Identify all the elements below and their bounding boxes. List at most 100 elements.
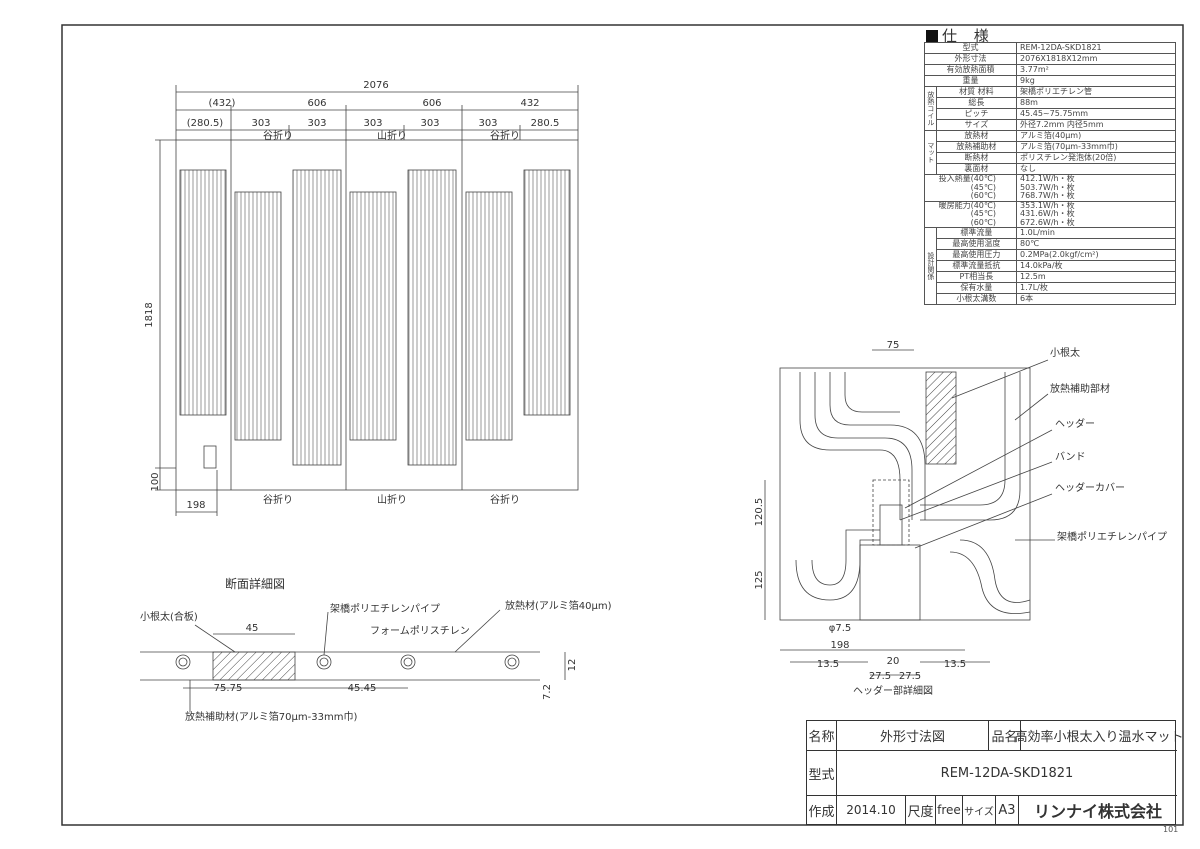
spec-value: 1.0L/min — [1016, 227, 1176, 239]
joist-hatch — [925, 371, 957, 465]
spec-value: 2076X1818X12mm — [1016, 53, 1176, 65]
tube-panel — [349, 191, 397, 441]
fold-label: 山折り — [377, 129, 407, 142]
section-caption: 断面詳細図 — [225, 576, 285, 591]
callout-label: 小根太(合板) — [140, 610, 198, 623]
callout-label: ヘッダーカバー — [1055, 481, 1125, 494]
spec-value: 45.45~75.75mm — [1016, 108, 1176, 120]
callout-label: ヘッダー — [1055, 417, 1095, 430]
fold-label: 山折り — [377, 493, 407, 506]
spec-key: 裏面材 — [935, 163, 1018, 175]
callout-label: バンド — [1055, 451, 1086, 463]
spec-group-label: マット — [924, 130, 937, 175]
dimension-label: 27.5 — [869, 671, 891, 682]
header-unit — [203, 445, 217, 469]
created-date: 2014.10 — [837, 796, 906, 824]
callout-label: フォームポリスチレン — [370, 625, 470, 637]
dimension-label: 2076 — [363, 80, 388, 91]
product-label: 品名 — [989, 721, 1021, 751]
tube-panel — [465, 191, 513, 441]
spec-title-text: 仕 様 — [942, 27, 995, 45]
size-label: サイズ — [963, 796, 996, 824]
fold-label: 谷折り — [263, 129, 293, 142]
spec-key: PT相当長 — [935, 271, 1018, 283]
spec-key: 放熱補助材 — [935, 141, 1018, 153]
sheet-border — [61, 24, 1184, 826]
joist-section — [212, 651, 296, 681]
spec-key: 標準流量抵抗 — [935, 260, 1018, 272]
spec-key: 重量 — [924, 75, 1017, 87]
spec-row: 裏面材なし — [925, 163, 1176, 175]
spec-row: 放熱補助材アルミ箔(70μm-33mm巾) — [925, 141, 1176, 153]
spec-value: 14.0kPa/枚 — [1016, 260, 1176, 272]
plan-view — [155, 85, 579, 516]
tube-panel — [523, 169, 571, 416]
spec-value: 3.77m² — [1016, 64, 1176, 76]
spec-group-label: 放熱コイル — [924, 86, 937, 131]
spec-value: REM-12DA-SKD1821 — [1016, 42, 1176, 54]
spec-value: 80℃ — [1016, 238, 1176, 250]
fold-label: 谷折り — [490, 493, 520, 506]
dimension-label: 606 — [422, 98, 441, 109]
spec-row: マット放熱材アルミ箔(40μm) — [924, 130, 1176, 175]
dimension-label: 12 — [567, 659, 578, 672]
spec-key: 総長 — [935, 97, 1018, 109]
dimension-label: 13.5 — [944, 659, 966, 670]
square-bullet-icon — [926, 30, 938, 42]
dimension-label: 432 — [520, 98, 539, 109]
spec-value: 353.1W/h・枚 431.6W/h・枚 672.6W/h・枚 — [1016, 200, 1176, 228]
name-label: 名称 — [807, 721, 837, 751]
tube-panel — [407, 169, 457, 466]
title-block: 名称 外形寸法図 品名 高効率小根太入り温水マット 型式 REM-12DA-SK… — [806, 720, 1184, 825]
spec-row: 暖房能力(40℃) (45℃) (60℃)353.1W/h・枚 431.6W/h… — [924, 200, 1176, 228]
header-cover — [859, 544, 921, 621]
header — [879, 504, 903, 546]
spec-value: なし — [1016, 163, 1176, 175]
spec-key: 暖房能力(40℃) (45℃) (60℃) — [924, 200, 1017, 228]
dimension-label: 75 — [887, 340, 900, 351]
spec-key: 型式 — [924, 42, 1017, 54]
spec-row: 放熱コイル材質 材料架橋ポリエチレン管 — [924, 86, 1176, 131]
dimension-label: 27.5 — [899, 671, 921, 682]
sheet-number: 101 — [1163, 825, 1179, 834]
spec-key: 投入熱量(40℃) (45℃) (60℃) — [924, 174, 1017, 202]
dimension-label: 45.45 — [348, 683, 377, 694]
spec-value: 1.7L/枚 — [1016, 282, 1176, 294]
dimension-label: 45 — [246, 623, 259, 634]
callout-label: 放熱補助部材 — [1050, 382, 1110, 395]
section-detail — [140, 609, 566, 712]
dimension-label: 13.5 — [817, 659, 839, 670]
spec-key: 最高使用温度 — [935, 238, 1018, 250]
spec-key: 断熱材 — [935, 152, 1018, 164]
dimension-label: 303 — [420, 118, 439, 129]
callout-label: 架橋ポリエチレンパイプ — [330, 602, 440, 615]
product-name: 高効率小根太入り温水マット — [1015, 721, 1184, 751]
dimension-label: 303 — [363, 118, 382, 129]
dimension-label: 120.5 — [754, 498, 765, 527]
spec-key: 最高使用圧力 — [935, 249, 1018, 261]
spec-value: 架橋ポリエチレン管 — [1016, 86, 1176, 98]
spec-key: 材質 材料 — [935, 86, 1018, 98]
scale-label: 尺度 — [906, 796, 936, 824]
spec-key: 放熱材 — [935, 130, 1018, 142]
drawing-name: 外形寸法図 — [837, 721, 989, 751]
dimension-label: 20 — [887, 656, 900, 667]
dimension-label: 100 — [150, 472, 161, 491]
spec-value: アルミ箔(70μm-33mm巾) — [1016, 141, 1176, 153]
model-number: REM-12DA-SKD1821 — [837, 751, 1177, 796]
spec-key: 標準流量 — [935, 227, 1018, 239]
spec-key: 有効放熱面積 — [924, 64, 1017, 76]
spec-value: 0.2MPa(2.0kgf/cm²) — [1016, 249, 1176, 261]
tube-panel — [234, 191, 282, 441]
